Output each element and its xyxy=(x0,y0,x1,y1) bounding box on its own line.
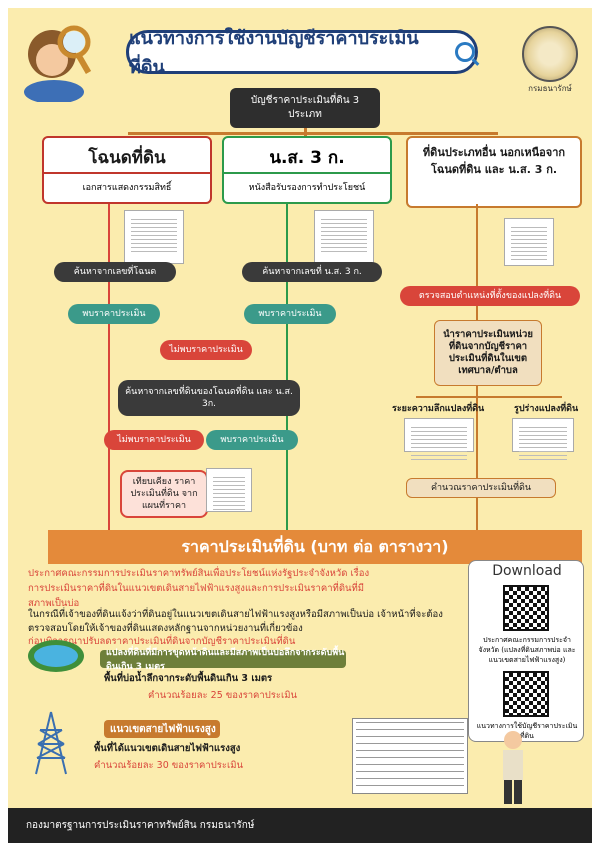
download-title: Download xyxy=(492,563,562,579)
seal-label: กรมธนารักษ์ xyxy=(528,84,572,93)
not-found-price-2: ไม่พบราคาประเมิน xyxy=(104,430,204,450)
found-price-left: พบราคาประเมิน xyxy=(68,304,160,324)
pond-line-1: พื้นที่บ่อน้ำลึกจากระดับพื้นดินเกิน 3 เม… xyxy=(104,673,273,684)
price-map-thumbnail xyxy=(206,468,252,512)
land-depth-label: ระยะความลึกแปลงที่ดิน xyxy=(392,404,485,414)
category-deed-subtitle: เอกสารแสดงกรรมสิทธิ์ xyxy=(44,172,210,202)
department-seal-logo xyxy=(522,26,578,82)
category-other-title: ที่ดินประเภทอื่น นอกเหนือจาก โฉนดที่ดิน … xyxy=(422,146,566,176)
category-ns3k-title: น.ส. 3 ก. xyxy=(269,148,345,168)
calculate-land-price: คำนวณราคาประเมินที่ดิน xyxy=(406,478,556,498)
ns3k-document-thumbnail xyxy=(314,210,374,264)
page-title-box: แนวทางการใช้งานบัญชีราคาประเมินที่ดิน xyxy=(126,28,478,78)
power-line-1: พื้นที่ได้แนวเขตเดินสายไฟฟ้าแรงสูง xyxy=(94,743,241,754)
compare-price-map: เทียบเคียง ราคาประเมินที่ดิน จากแผนที่รา… xyxy=(120,470,208,518)
not-found-price: ไม่พบราคาประเมิน xyxy=(160,340,252,360)
shape-diagram xyxy=(512,418,574,461)
connector xyxy=(286,204,288,530)
category-ns3k-subtitle: หนังสือรับรองการทำประโยชน์ xyxy=(224,172,390,202)
land-shape-label: รูปร่างแปลงที่ดิน xyxy=(514,404,579,414)
pond-illustration xyxy=(28,640,84,672)
category-ns3k: น.ส. 3 ก. หนังสือรับรองการทำประโยชน์ xyxy=(222,136,392,204)
footer-bar: กองมาตรฐานการประเมินราคาทรัพย์สิน กรมธนา… xyxy=(8,808,592,843)
qr-caption-announcement: ประกาศคณะกรรมการประจำจังหวัด (แปลงที่ดิน… xyxy=(478,636,576,664)
qr-code-guideline[interactable] xyxy=(503,671,549,717)
search-by-deed-number: ค้นหาจากเลขที่โฉนด xyxy=(54,262,176,282)
connector xyxy=(108,204,110,530)
pond-line-2: คำนวณร้อยละ 25 ของราคาประเมิน xyxy=(148,690,297,701)
land-price-types-box: บัญชีราคาประเมินที่ดิน 3 ประเภท xyxy=(230,88,380,128)
result-price-bar: ราคาประเมินที่ดิน (บาท ต่อ ตารางวา) xyxy=(48,530,582,564)
category-deed: โฉนดที่ดิน เอกสารแสดงกรรมสิทธิ์ xyxy=(42,136,212,204)
use-unit-price: นำราคาประเมินหน่วย ที่ดินจากบัญชีราคา ปร… xyxy=(434,320,542,386)
check-land-location: ตรวจสอบตำแหน่งที่ตั้งของแปลงที่ดิน xyxy=(400,286,580,306)
announcement-excerpt-thumbnail xyxy=(352,718,468,794)
found-price-middle: พบราคาประเมิน xyxy=(244,304,336,324)
download-panel: Download ประกาศคณะกรรมการประจำจังหวัด (แ… xyxy=(468,560,584,742)
connector xyxy=(416,396,562,398)
qr-code-announcement[interactable] xyxy=(503,585,549,631)
other-document-thumbnail xyxy=(504,218,554,266)
notice-announcement: ประกาศคณะกรรมการประเมินราคาทรัพย์สินเพื่… xyxy=(28,568,370,609)
category-other-land: ที่ดินประเภทอื่น นอกเหนือจาก โฉนดที่ดิน … xyxy=(406,136,582,208)
category-deed-title: โฉนดที่ดิน xyxy=(88,148,166,168)
power-line-2: คำนวณร้อยละ 30 ของราคาประเมิน xyxy=(94,760,243,771)
power-line-header: แนวเขตสายไฟฟ้าแรงสูง xyxy=(104,720,220,738)
search-by-land-number: ค้นหาจากเลขที่ดินของโฉนดที่ดิน และ น.ส. … xyxy=(118,380,300,416)
page-title: แนวทางการใช้งานบัญชีราคาประเมินที่ดิน xyxy=(129,28,419,78)
deed-document-thumbnail xyxy=(124,210,184,264)
officer-illustration xyxy=(503,731,523,804)
notice-tail: ก่อนพิจารณาปรับลดราคาประเมินที่ดินจากบัญ… xyxy=(28,636,296,647)
search-by-ns3k-number: ค้นหาจากเลขที่ น.ส. 3 ก. xyxy=(242,262,382,282)
qr-caption-guideline: แนวทางการใช้บัญชีราคาประเมินที่ดิน xyxy=(476,722,578,740)
found-price-2: พบราคาประเมิน xyxy=(206,430,298,450)
depth-diagram xyxy=(404,418,474,461)
connector xyxy=(128,132,498,135)
pond-header: แปลงที่ดินที่มีการขุดหน้าดินและมีสภาพเป็… xyxy=(100,648,346,672)
notice-body: ในกรณีที่เจ้าของที่ดินแจ้งว่าที่ดินอยู่ใ… xyxy=(28,609,443,634)
power-pylon-illustration xyxy=(35,711,67,775)
search-icon xyxy=(455,42,475,62)
person-magnifier-illustration xyxy=(24,25,92,102)
infographic-page: แนวทางการใช้งานบัญชีราคาประเมินที่ดิน กร… xyxy=(8,8,592,843)
